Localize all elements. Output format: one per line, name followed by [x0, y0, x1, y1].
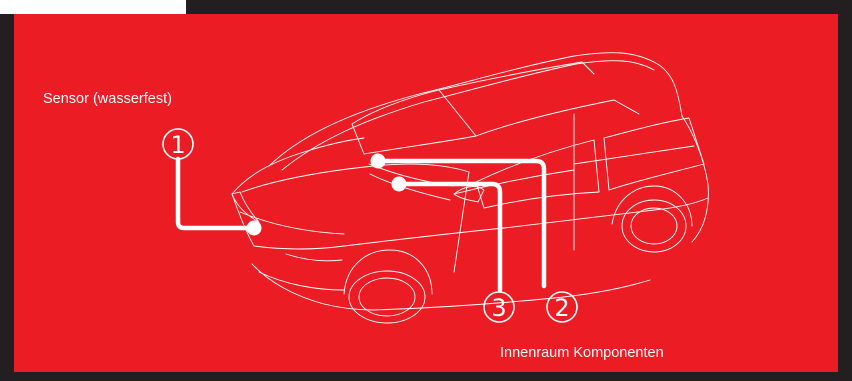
interior-point-dot-2: [371, 154, 386, 169]
marker-1: 1: [163, 129, 193, 159]
car-line-drawing: 1 3 2: [14, 14, 838, 372]
sensor-point-dot: [247, 221, 262, 236]
svg-text:2: 2: [554, 294, 569, 322]
top-left-white-strip: [0, 0, 186, 14]
diagram-panel: 1 3 2 Sensor (wasserfest) Innenraum Komp…: [14, 14, 838, 372]
car-outline: [232, 53, 708, 323]
interior-point-dot-3: [392, 177, 407, 192]
sensor-label: Sensor (wasserfest): [43, 91, 172, 107]
callout-lines: [178, 159, 544, 290]
interior-components-label: Innenraum Komponenten: [500, 345, 664, 361]
svg-text:1: 1: [170, 131, 185, 159]
callout-line-1: [178, 159, 254, 228]
marker-2: 2: [547, 292, 577, 322]
marker-3: 3: [484, 292, 514, 322]
svg-text:3: 3: [491, 294, 506, 322]
